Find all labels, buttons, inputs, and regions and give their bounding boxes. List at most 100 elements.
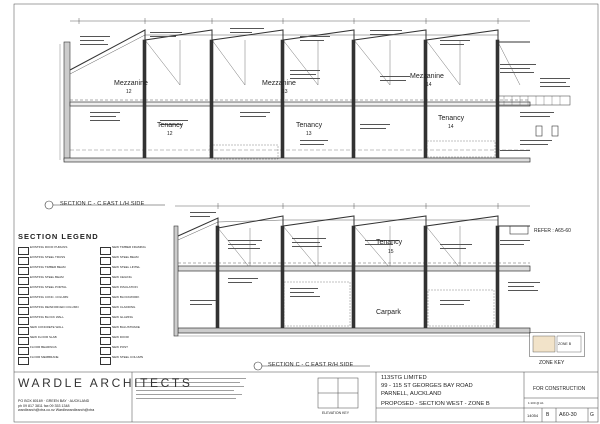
legend-item: NEW CLADDING [100,305,170,315]
legend-item-label: NEW CEILING [112,275,132,279]
legend-item-label: EXISTING REINFORCED COLUMN [30,305,79,309]
legend-symbol [18,357,29,365]
revision: G [590,412,594,418]
legend-item-label: NEW GLAZING [112,315,134,319]
legend-item-label: NEW STEEL BEAM [112,255,139,259]
legend-symbol [100,297,111,305]
legend-item: NEW POST [100,345,170,355]
zone-key-zone: ZONE B [558,342,572,346]
legend-symbol [18,277,29,285]
room-number: 13 [306,131,312,137]
legend-symbol [100,307,111,315]
legend-item-label: NEW INSULATION [112,285,138,289]
room-label: Carpark [376,309,401,316]
legend-item-label: NEW DOOR [112,335,129,339]
legend-symbol [18,287,29,295]
sheet-number: A60-30 [559,412,577,418]
job-number: 14054 [527,413,539,418]
legend-item: EXISTING STEEL TRUSS [18,255,100,265]
legend-item-label: NEW TIMBER FRAMING [112,245,146,249]
legend-item: EXISTING CONC. COLUMN [18,295,100,305]
legend-item-label: NEW CONCRETE WALL [30,325,64,329]
legend-item: NEW CONCRETE WALL [18,325,100,335]
legend-item-label: EXISTING BLOCK WALL [30,315,64,319]
legend-item: NEW STEEL LINTEL [100,265,170,275]
refer-note: REFER : A65-60 [534,228,571,234]
project-address-1: 99 - 115 ST GEORGES BAY ROAD [381,383,473,389]
room-label: Mezzanine [410,73,444,80]
lower-annotations [190,212,540,305]
lower-section-drawing [173,203,531,337]
legend-item: EXISTING REINFORCED COLUMN [18,305,100,315]
legend-item: NEW DOOR [100,335,170,345]
legend-symbol [18,307,29,315]
firm-email: wardlearch@xtra.co.nz Wardlewardlearch@x… [18,408,95,413]
legend-item: EXISTING BLOCK WALL [18,315,100,325]
legend-symbol [100,337,111,345]
project-address-2: PARNELL, AUCKLAND [381,391,442,397]
section-title-lower: SECTION C - C EAST R/H SIDE [268,362,354,368]
legend-symbol [100,257,111,265]
legend-item: NEW CEILING [100,275,170,285]
firm-phone: ph 09 817 3811 fax 09 353 1348 [18,403,70,408]
legend-item-label: NEW STEEL COLUMN [112,355,144,359]
title-block-frame [13,3,599,423]
firm-logo: WARDLE ARCHITECTS [18,374,192,392]
legend-symbol [100,347,111,355]
legend-item: EXISTING ROOF PURLINS [18,245,100,255]
legend-item: FLOOR BEARINGS [18,345,100,355]
legend-item-label: EXISTING CONC. COLUMN [30,295,69,299]
legend-item: NEW TIMBER FRAMING [100,245,170,255]
zone-key-graphic [529,332,585,357]
room-number: 14 [448,124,454,130]
legend-symbol [100,277,111,285]
legend-item: NEW STEEL BEAM [100,255,170,265]
legend-symbol [100,327,111,335]
legend-symbol [18,247,29,255]
legend-item-label: NEW CLADDING [112,305,136,309]
legend-symbol [100,247,111,255]
legend-item-label: NEW STEEL LINTEL [112,265,141,269]
legend-item: EXISTING TIMBER BEAM [18,265,100,275]
elevation-key-graphic [317,377,359,409]
legend-item-label: EXISTING STEEL TRUSS [30,255,66,259]
room-number: 15 [388,249,394,255]
legend-symbol [18,297,29,305]
room-number: 14 [426,82,432,88]
legend-item-label: FLOOR MEMBRANE [30,355,59,359]
legend-symbol [100,287,111,295]
legend-item-label: NEW BLOCKWORK [112,295,140,299]
elevation-key-label: ELEVATION KEY [322,411,350,415]
upper-title-line [44,200,165,210]
legend-item: FLOOR MEMBRANE [18,355,100,365]
legend-item: NEW BALUSTRADE [100,325,170,335]
room-label: Tenancy [296,122,323,129]
legend-item-label: EXISTING TIMBER BEAM [30,265,66,269]
firm-name: WARDLE ARCHITECTS [18,376,193,390]
legend-symbol [18,347,29,355]
legend-item-label: EXISTING STEEL BEAM [30,275,64,279]
legend-item: NEW BLOCKWORK [100,295,170,305]
legend-symbol [18,337,29,345]
drawing-status: FOR CONSTRUCTION [533,386,586,392]
drawing-scale: 1:100 @ A1 [528,401,544,405]
section-title-upper: SECTION C - C EAST L/H SIDE [60,201,145,207]
project-client: 113STG LIMITED [381,375,427,381]
legend-item-label: NEW BALUSTRADE [112,325,140,329]
room-label: Tenancy [157,122,184,129]
upper-annotations [80,28,570,151]
legend-item: NEW FLOOR SLAB [18,335,100,345]
room-number: 12 [126,89,132,95]
room-label: Tenancy [438,115,465,122]
legend-symbol [100,317,111,325]
legend-item-label: EXISTING ROOF PURLINS [30,245,68,249]
legend-symbol [18,267,29,275]
legend-item: NEW INSULATION [100,285,170,295]
sheet-prefix: B [546,412,550,418]
legend-symbol [100,267,111,275]
room-number: 12 [167,131,173,137]
room-label: Mezzanine [114,80,148,87]
room-label: Tenancy [376,239,403,246]
firm-address: PO BOX 80169 · GREEN BAY · AUCKLAND [18,399,90,403]
disclaimer-lines [136,378,246,399]
